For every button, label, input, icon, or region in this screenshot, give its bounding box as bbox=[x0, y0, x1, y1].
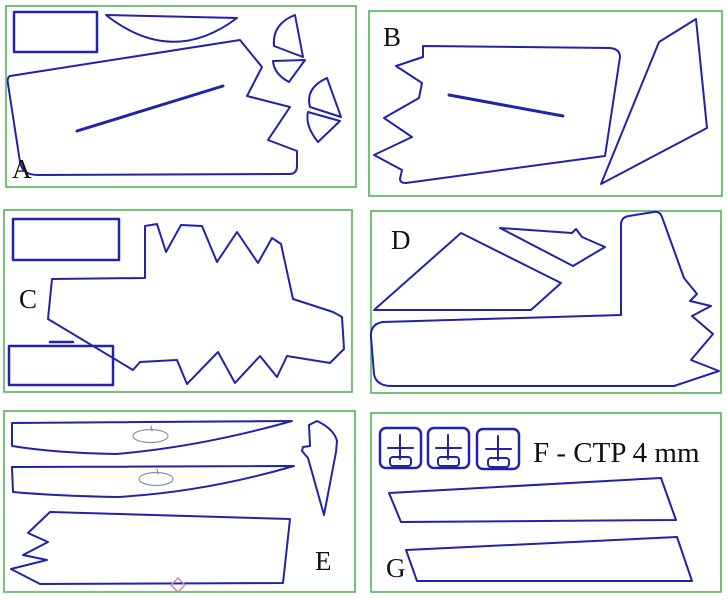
b-spar-line bbox=[447, 93, 565, 118]
e-wing-strip-1 bbox=[11, 420, 293, 455]
a-lens2-bottom bbox=[306, 111, 341, 143]
d-wing-panel bbox=[373, 232, 562, 311]
e-diamond-marker bbox=[170, 577, 186, 593]
d-fuselage bbox=[369, 210, 720, 387]
f-bracket-1-pill bbox=[389, 456, 412, 467]
a-lens2-top bbox=[308, 77, 342, 118]
f-bracket-1-frame bbox=[378, 426, 423, 470]
d-canopy bbox=[499, 227, 606, 267]
panel-c-border bbox=[3, 209, 353, 393]
e-strip2-ellipse bbox=[138, 471, 174, 487]
g-strip bbox=[405, 536, 693, 582]
label-g: G bbox=[386, 553, 406, 583]
f-bracket-2-frame bbox=[426, 426, 471, 470]
e-plate bbox=[10, 511, 291, 585]
label-c: C bbox=[19, 284, 37, 314]
e-strip2-tick bbox=[156, 468, 159, 475]
panel-a-border bbox=[5, 5, 357, 188]
b-fin bbox=[600, 18, 708, 185]
panel-b-border bbox=[368, 10, 723, 197]
f-strip bbox=[388, 477, 677, 523]
e-wing-strip-2 bbox=[11, 465, 295, 498]
a-lens1-top bbox=[272, 14, 304, 58]
c-stock-rect-2 bbox=[7, 344, 115, 387]
label-a: A bbox=[12, 154, 32, 184]
f-bracket-2-pill bbox=[437, 456, 460, 467]
c-fuselage bbox=[47, 223, 345, 385]
label-d: D bbox=[391, 225, 411, 255]
a-stock-rect bbox=[12, 10, 99, 54]
panel-e-border bbox=[3, 410, 356, 593]
e-strip1-ellipse bbox=[132, 428, 169, 444]
a-wing-main bbox=[6, 39, 298, 176]
panel-d-border bbox=[370, 210, 722, 394]
a-nose-cover bbox=[105, 14, 238, 43]
a-spar-line bbox=[75, 84, 225, 133]
c-stock-rect-1 bbox=[11, 217, 121, 262]
f-bracket-3-frame bbox=[475, 427, 521, 471]
a-lens1-bottom bbox=[272, 59, 306, 83]
panel-fg-border bbox=[370, 412, 722, 593]
f-bracket-3-pill bbox=[487, 457, 510, 468]
e-strip1-tick bbox=[150, 425, 153, 432]
e-tip-blade bbox=[301, 420, 338, 516]
label-b: B bbox=[383, 22, 401, 52]
label-e: E bbox=[315, 546, 332, 576]
label-f-material: F - CTP 4 mm bbox=[533, 437, 700, 469]
b-wing-main bbox=[373, 45, 621, 184]
